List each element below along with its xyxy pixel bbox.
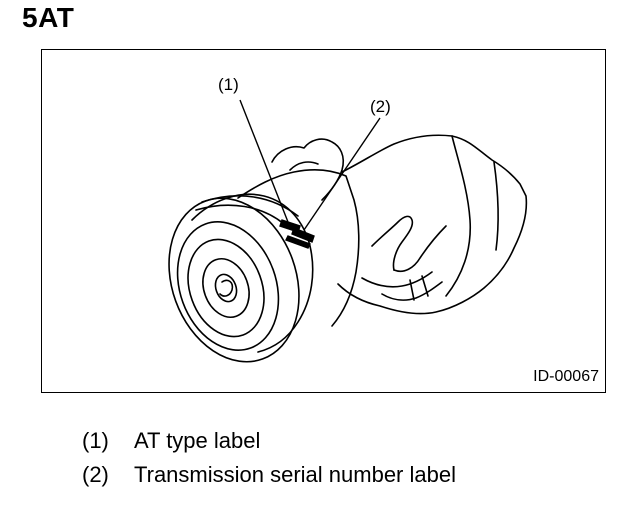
legend-number: (1) bbox=[82, 428, 109, 453]
callout-1-leader bbox=[239, 99, 289, 223]
housing-line-2 bbox=[201, 195, 299, 217]
middle-body bbox=[237, 169, 360, 327]
pipe-d bbox=[381, 281, 443, 301]
housing-line-1 bbox=[195, 204, 285, 225]
callout-2: (2) bbox=[370, 97, 391, 116]
rear-case-seam bbox=[445, 135, 472, 297]
pipe-a bbox=[371, 215, 414, 271]
converter-ring-2 bbox=[187, 238, 265, 338]
bracket bbox=[409, 275, 429, 301]
legend-number: (2) bbox=[82, 462, 109, 487]
legend-text: AT type label bbox=[134, 428, 261, 453]
label-plates bbox=[279, 219, 315, 249]
legend-text: Transmission serial number label bbox=[134, 462, 456, 487]
callout-2-leader bbox=[303, 117, 381, 231]
converter-ring-1 bbox=[176, 221, 280, 351]
serial-number-label-plate bbox=[291, 227, 315, 243]
pipe-b bbox=[393, 225, 447, 273]
section-heading: 5AT bbox=[22, 2, 75, 33]
converter-hub-detail bbox=[219, 279, 234, 297]
legend-item: (2) Transmission serial number label bbox=[82, 458, 456, 492]
legend-item: (1) AT type label bbox=[82, 424, 456, 458]
callout-1: (1) bbox=[218, 75, 239, 94]
legend: (1) AT type label (2) Transmission seria… bbox=[82, 424, 456, 492]
upper-housing-detail bbox=[289, 161, 319, 171]
transmission-illustration: (1) (2) bbox=[168, 75, 528, 363]
rear-case-outline bbox=[337, 134, 528, 315]
serial-number-label-plate-lower bbox=[285, 235, 311, 249]
figure-id: ID-00067 bbox=[533, 368, 599, 385]
converter-ring-3 bbox=[202, 258, 250, 318]
figure-frame: (1) (2) ID-00067 bbox=[41, 49, 606, 393]
pipe-c bbox=[361, 271, 433, 288]
rear-case-rib bbox=[493, 161, 499, 251]
converter-hub bbox=[214, 273, 238, 303]
